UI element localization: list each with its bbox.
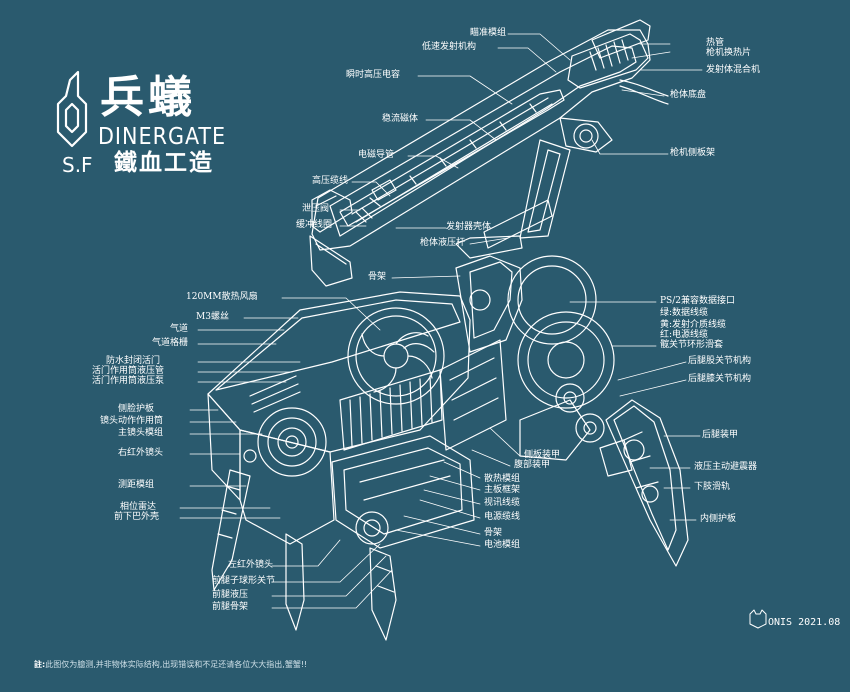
label-stabilizing-magnet: 稳流磁体 bbox=[382, 114, 419, 124]
leader-lines bbox=[179, 33, 703, 609]
label-rangefinder-module: 测距模组 bbox=[118, 480, 155, 490]
label-red-power-cable: 红:电源线缆 bbox=[660, 330, 709, 340]
logo-studio-prefix: S.F bbox=[62, 153, 93, 177]
label-waterproof-door: 防水封闭活门 bbox=[106, 356, 161, 366]
logo-title-en: DINERGATE bbox=[98, 124, 227, 150]
signature-cat-icon bbox=[749, 609, 767, 629]
label-instant-high-voltage-cap: 瞬时高压电容 bbox=[346, 70, 401, 80]
label-side-cheek-guard: 侧脸护板 bbox=[118, 404, 155, 414]
label-heat-pipe: 热管 bbox=[706, 38, 725, 48]
label-buffer-coil: 缓冲线圈 bbox=[296, 220, 333, 230]
label-m3-screw: M3螺丝 bbox=[196, 312, 229, 322]
label-gun-hydraulic-rod: 枪体液压杆 bbox=[420, 238, 466, 248]
label-high-voltage-cable: 高压缆线 bbox=[312, 176, 349, 186]
label-lens-actuator: 镜头动作作用筒 bbox=[100, 416, 164, 426]
label-lower-limb-rail: 下肢滑轨 bbox=[694, 482, 731, 492]
label-phase-radar: 相位雷达 bbox=[120, 502, 157, 512]
footnote-prefix: 註: bbox=[34, 660, 46, 669]
label-belly-armor: 腹部装甲 bbox=[514, 460, 551, 470]
label-inner-guard-plate: 内侧护板 bbox=[700, 514, 737, 524]
label-yellow-emitter-cable: 黄:发射介质线缆 bbox=[660, 320, 727, 330]
label-heatsink-module: 散热模组 bbox=[484, 474, 521, 484]
label-launcher-mixer: 发射体混合机 bbox=[706, 65, 761, 75]
label-main-lens-module: 主镜头模组 bbox=[118, 428, 164, 438]
label-mainboard-frame: 主板框架 bbox=[484, 485, 521, 495]
label-power-cable: 电源缆线 bbox=[484, 512, 521, 522]
label-door-hydraulic-tube: 活门作用筒液压管 bbox=[92, 366, 165, 376]
railgun-assembly bbox=[309, 19, 669, 287]
logo-emblem bbox=[56, 70, 88, 148]
label-front-hydraulic: 前腿液压 bbox=[212, 590, 249, 600]
label-left-ir-lens: 左红外镜头 bbox=[228, 560, 274, 570]
label-hydraulic-avoider: 液压主动避震器 bbox=[694, 462, 758, 472]
label-rear-hip-joint: 后腿股关节机构 bbox=[688, 356, 752, 366]
label-fan-120mm: 120MM散热风扇 bbox=[186, 292, 258, 302]
label-airway: 气道 bbox=[170, 324, 189, 334]
label-door-hydraulic-pump: 活门作用筒液压泵 bbox=[92, 376, 165, 386]
label-aiming-module: 瞄准模组 bbox=[470, 28, 507, 38]
label-skeleton-top: 骨架 bbox=[368, 272, 387, 282]
label-low-speed-launcher: 低速发射机构 bbox=[422, 42, 477, 52]
label-launcher-housing: 发射器壳体 bbox=[446, 222, 492, 232]
footnote: 註:此图仅为臆测,并非物体实际结构,出现错误和不足还请各位大大指出,蟹蟹!! bbox=[34, 659, 307, 670]
label-battery-module: 电池模组 bbox=[484, 540, 521, 550]
label-video-cable: 视讯线缆 bbox=[484, 498, 521, 508]
label-skeleton-bottom: 骨架 bbox=[484, 528, 503, 538]
label-gun-heat-sink: 枪机换热片 bbox=[706, 48, 752, 58]
label-joint-ring-sleeve: 髋关节环形滑套 bbox=[660, 340, 724, 350]
logo-studio-cn: 鐵血工造 bbox=[114, 150, 214, 176]
label-green-data-cable: 绿:数据线缆 bbox=[660, 308, 709, 318]
logo-title-cn: 兵蟻 bbox=[100, 72, 196, 123]
label-gun-side-frame: 枪机侧板架 bbox=[670, 148, 716, 158]
label-relief-valve: 泄压阀 bbox=[302, 204, 330, 214]
label-em-guide-tube: 电磁导管 bbox=[358, 150, 395, 160]
label-front-ball-joint: 前腿子球形关节 bbox=[212, 576, 276, 586]
label-front-skeleton: 前腿骨架 bbox=[212, 602, 249, 612]
label-air-grille: 气道格栅 bbox=[152, 338, 189, 348]
artist-signature: ONIS 2021.08 bbox=[768, 617, 841, 628]
legs bbox=[211, 399, 689, 641]
label-rear-leg-armor: 后腿装甲 bbox=[702, 430, 739, 440]
label-front-lower-jaw-shell: 前下巴外壳 bbox=[114, 512, 160, 522]
footnote-text: 此图仅为臆测,并非物体实际结构,出现错误和不足还请各位大大指出,蟹蟹!! bbox=[45, 660, 308, 669]
label-gun-chassis: 枪体底盘 bbox=[670, 90, 707, 100]
body-assembly bbox=[207, 255, 615, 549]
label-side-armor: 侧板装甲 bbox=[524, 450, 561, 460]
label-right-ir-lens: 右红外镜头 bbox=[118, 448, 164, 458]
label-rear-knee-joint: 后腿膝关节机构 bbox=[688, 374, 752, 384]
label-ps2-port: PS/2兼容数据接口 bbox=[660, 296, 735, 306]
